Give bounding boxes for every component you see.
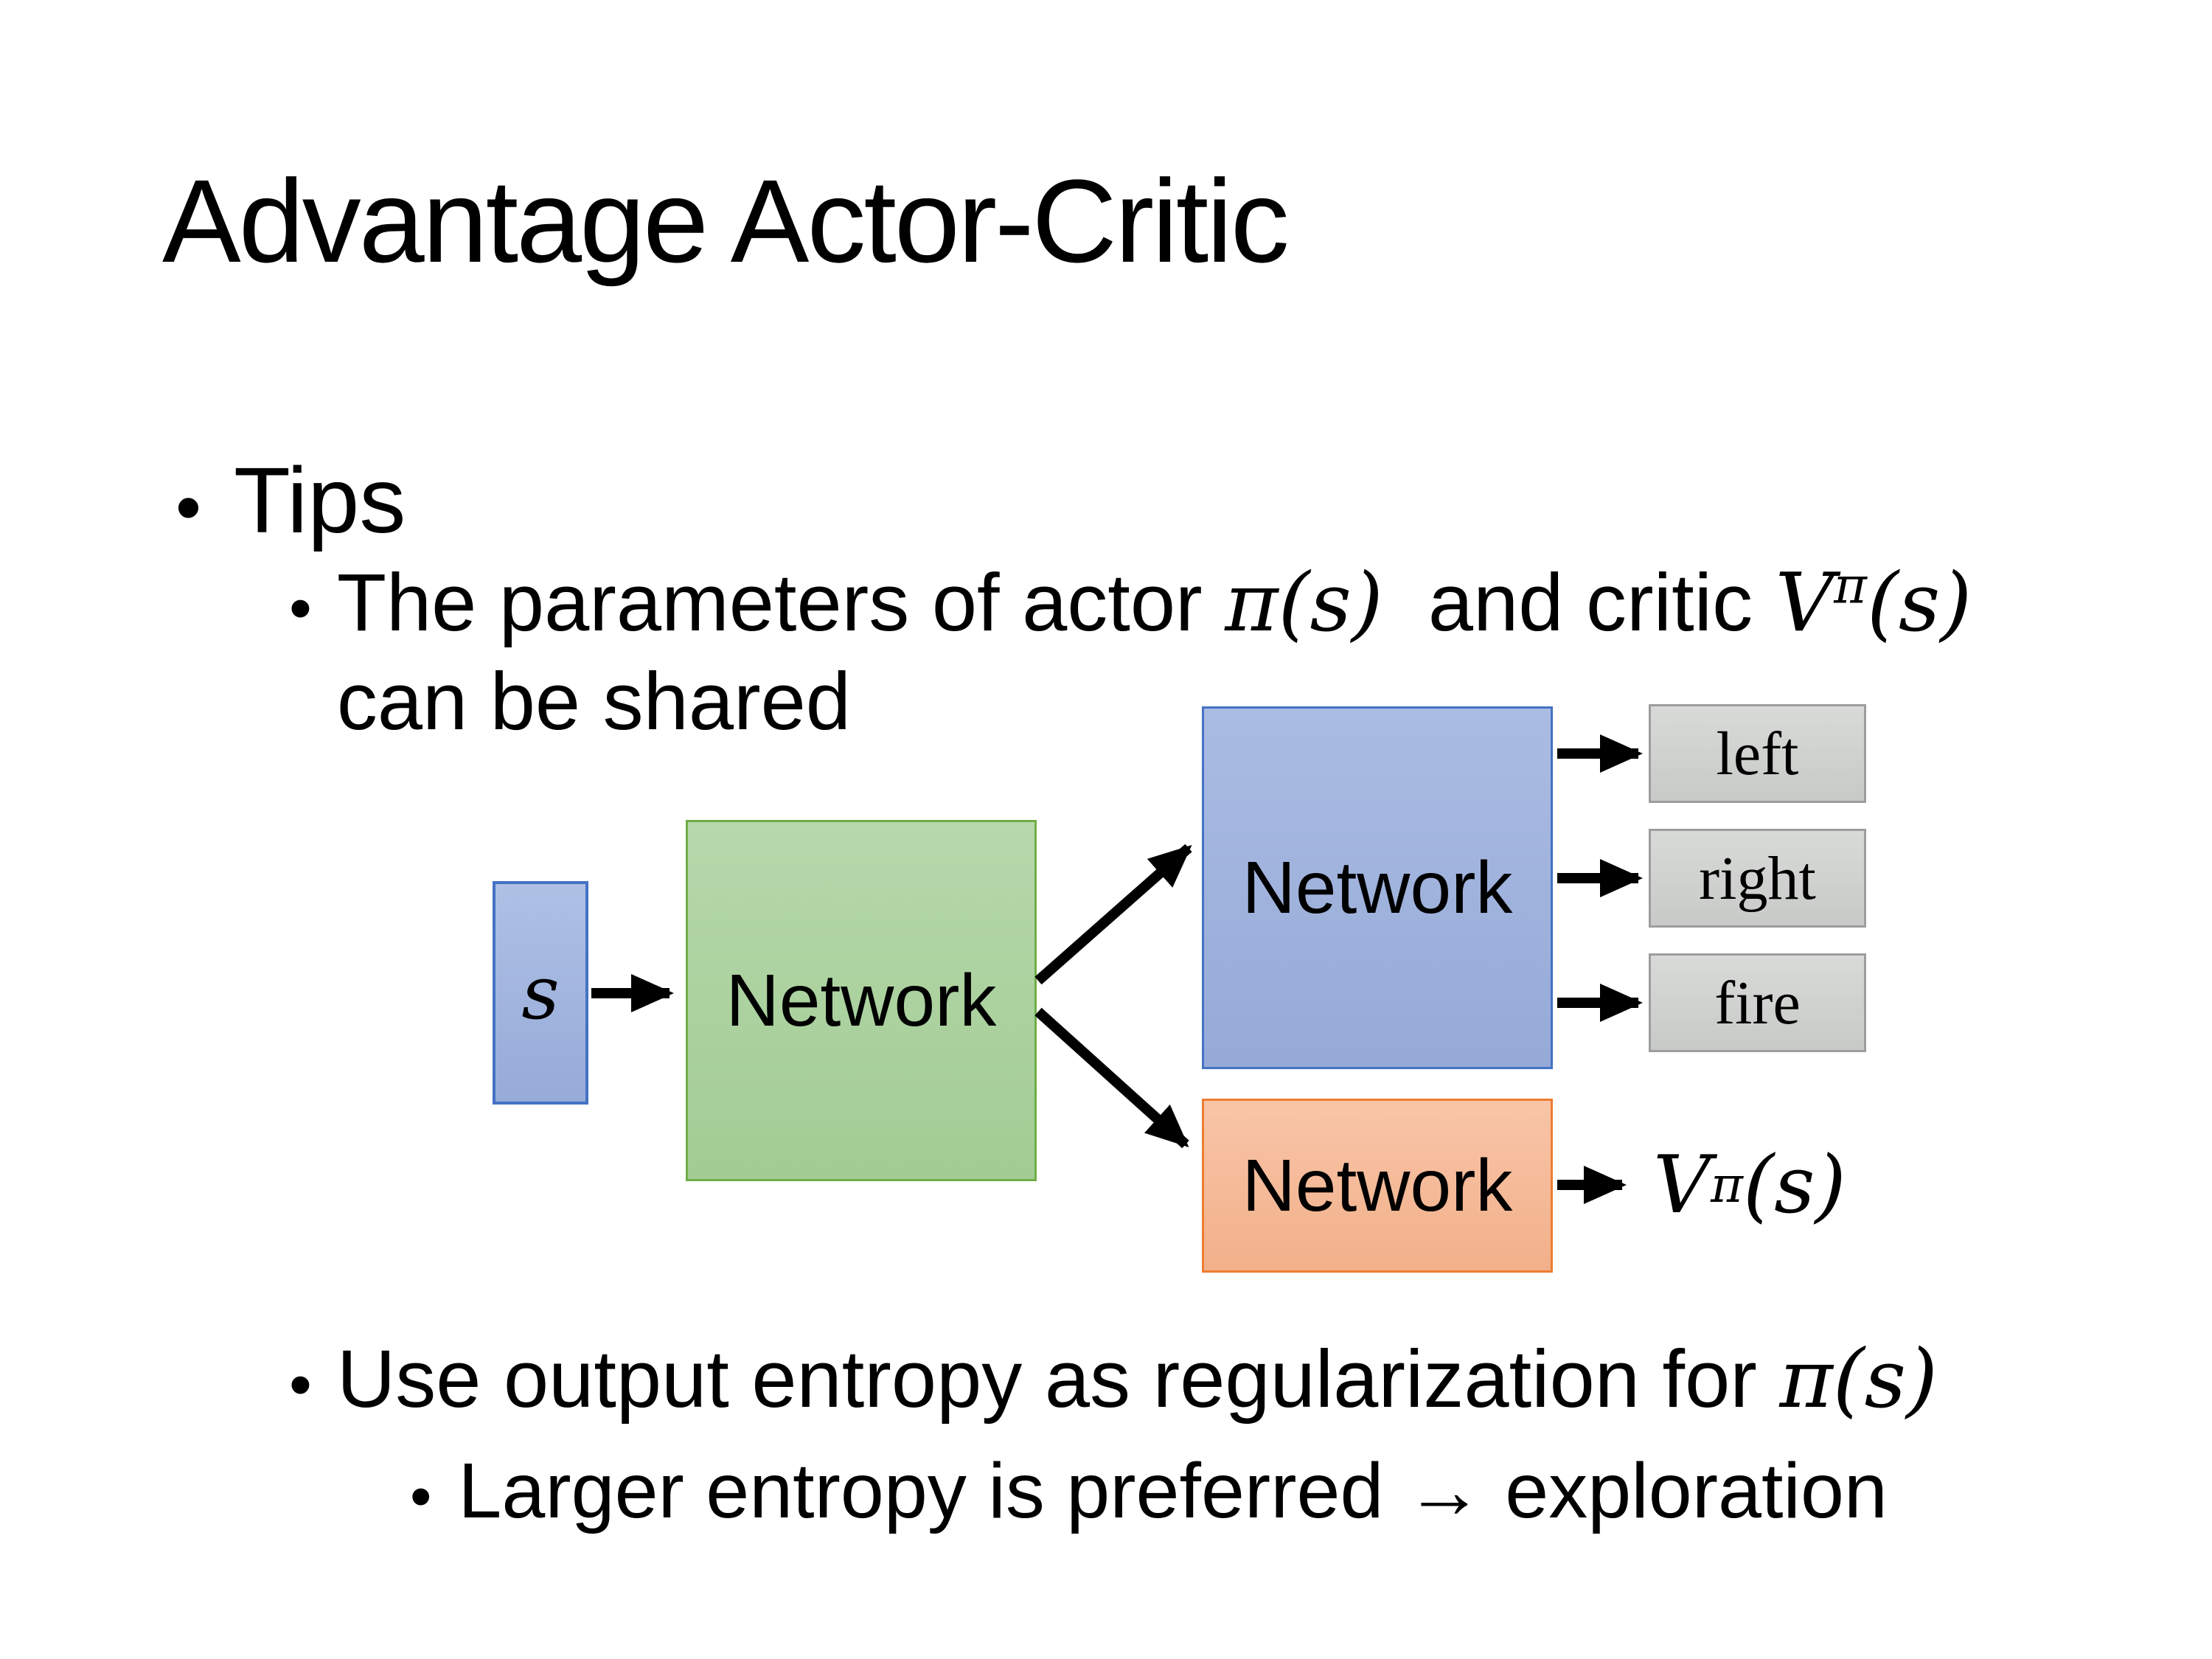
critic-network-label: Network xyxy=(1242,1144,1513,1227)
critic-value-math: V xyxy=(1775,555,1834,650)
bullet-tips-label: Tips xyxy=(234,448,406,552)
actor-network-label: Network xyxy=(1242,846,1513,929)
value-args: (s) xyxy=(1743,1138,1846,1231)
bullet-icon: • xyxy=(289,571,312,644)
value-v-math: V xyxy=(1653,1138,1711,1231)
diagram-actor-network-box: Network xyxy=(1202,706,1553,1069)
arrow-shared-to-actor xyxy=(1034,844,1192,985)
action-box-fire: fire xyxy=(1649,953,1866,1052)
value-superscript: π xyxy=(1711,1156,1744,1214)
diagram-state-box: s xyxy=(493,881,588,1105)
action-box-left: left xyxy=(1649,704,1866,803)
bullet-icon: • xyxy=(410,1461,432,1531)
arrow-shared-to-critic xyxy=(1034,1007,1189,1149)
action-fire-label: fire xyxy=(1714,968,1801,1037)
action-right-label: right xyxy=(1699,844,1816,913)
diagram-shared-network-box: Network xyxy=(686,820,1037,1181)
shared-mid-text: and critic xyxy=(1382,557,1775,648)
slide-title: Advantage Actor-Critic xyxy=(162,155,1290,287)
critic-value-superscript: π xyxy=(1834,557,1867,616)
critic-value-args: (s) xyxy=(1866,555,1972,650)
bullet-icon: • xyxy=(175,466,202,549)
shared-network-label: Network xyxy=(726,959,997,1042)
bullet-shared-parameters: • The parameters of actor π(s) and criti… xyxy=(289,553,1972,751)
entropy-pre-text: Use output entropy as regularization for xyxy=(336,1334,1780,1425)
bullet-entropy-regularization: • Use output entropy as regularization f… xyxy=(289,1332,1938,1426)
bullet-tips: • Tips xyxy=(175,447,406,554)
bullet-shared-line1: The parameters of actor π(s) and critic … xyxy=(336,555,1972,650)
action-box-right: right xyxy=(1649,829,1866,928)
diagram-critic-network-box: Network xyxy=(1202,1099,1553,1273)
bullet-larger-entropy-label: Larger entropy is preferred → exploratio… xyxy=(458,1447,1888,1534)
shared-pre-text: The parameters of actor xyxy=(336,557,1225,648)
bullet-larger-entropy: • Larger entropy is preferred → explorat… xyxy=(410,1447,1888,1536)
bullet-shared-line2: can be shared xyxy=(336,656,851,748)
actor-policy-math: π(s) xyxy=(1225,555,1383,650)
bullet-icon: • xyxy=(289,1348,312,1421)
policy-math: π(s) xyxy=(1779,1332,1938,1426)
bullet-entropy-text: Use output entropy as regularization for… xyxy=(337,1332,1938,1426)
bullet-shared-text: The parameters of actor π(s) and critic … xyxy=(337,553,1972,751)
action-left-label: left xyxy=(1716,719,1799,788)
state-label: s xyxy=(521,950,560,1036)
